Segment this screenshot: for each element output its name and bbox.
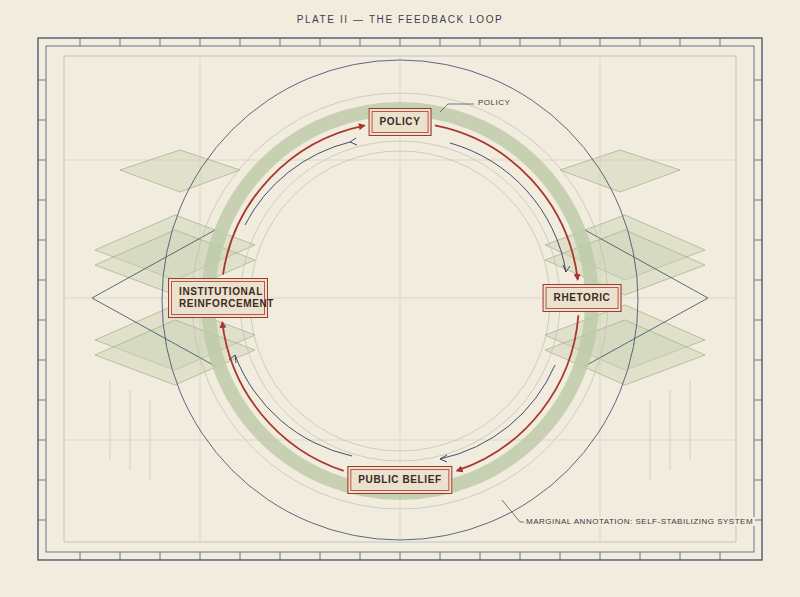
process-box: POLICY bbox=[369, 108, 432, 136]
box-label: POLICY bbox=[380, 116, 421, 128]
annotation-label: MARGINAL ANNOTATION: SELF-STABILIZING SY… bbox=[524, 517, 755, 526]
plate-title: PLATE II — THE FEEDBACK LOOP bbox=[0, 14, 800, 25]
process-box: INSTITUTIONAL REINFORCEMENT bbox=[168, 278, 268, 318]
process-box: RHETORIC bbox=[543, 284, 622, 312]
process-box: PUBLIC BELIEF bbox=[347, 466, 452, 494]
box-label: INSTITUTIONAL REINFORCEMENT bbox=[179, 286, 257, 310]
loop-arrow bbox=[222, 322, 343, 471]
loop-arrow bbox=[457, 315, 578, 471]
annotation-label: POLICY bbox=[476, 98, 512, 107]
box-label: RHETORIC bbox=[554, 292, 611, 304]
box-label: PUBLIC BELIEF bbox=[358, 474, 441, 486]
loop-arrow bbox=[223, 126, 364, 275]
loop-arrow bbox=[435, 125, 578, 279]
